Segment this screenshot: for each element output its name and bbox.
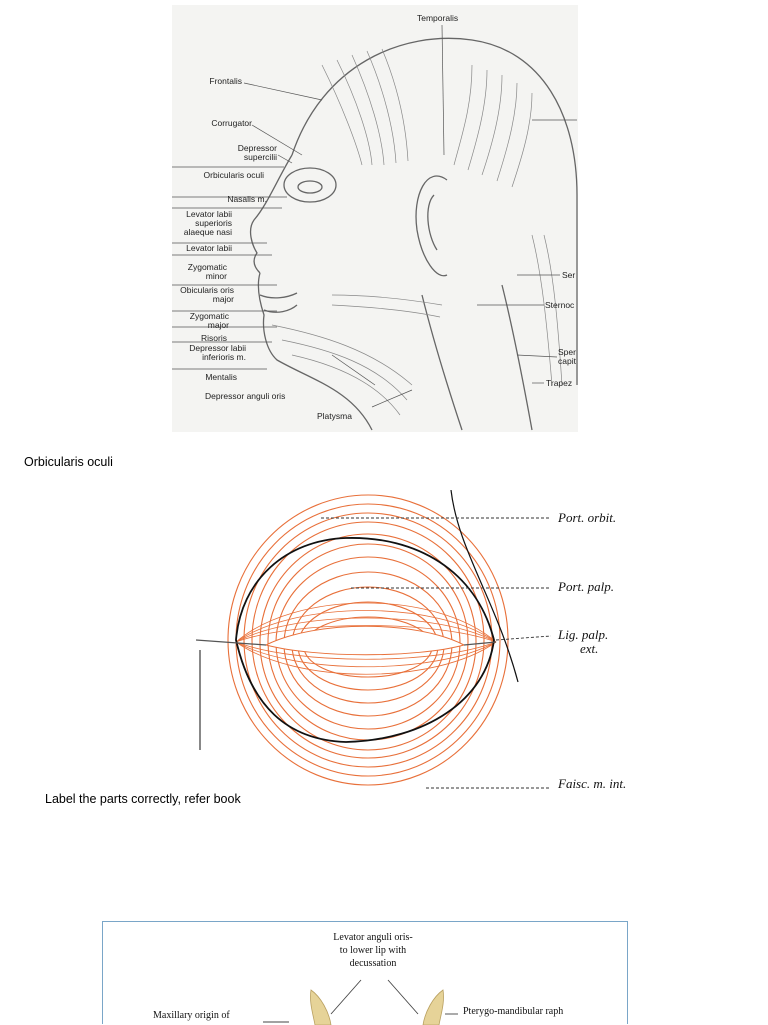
label-trapezius: Trapez (546, 379, 573, 388)
label-sternocleidomastoid: Sternoc (545, 301, 575, 310)
label-port-orbit: Port. orbit. (558, 510, 617, 525)
label-port-palp: Port. palp. (558, 579, 614, 594)
label-risoris: Risoris (201, 333, 227, 343)
label-nasalis: Nasalis m. (227, 194, 267, 204)
label-platysma: Platysma (317, 411, 352, 421)
label-frontalis: Frontalis (209, 76, 242, 86)
label-depressor-labii-inferioris: Depressor labii inferioris m. (189, 343, 246, 362)
label-levator-anguli-oris-2: to lower lip with (339, 945, 407, 956)
label-maxillary-origin: Maxillary origin of (153, 1010, 230, 1021)
label-orbicularis-oculi: Orbicularis oculi (203, 170, 264, 180)
label-depressor-supercilii: Depressor supercilii (237, 143, 277, 162)
label-lig-palp: Lig. palp. (558, 627, 609, 642)
label-levator-anguli-oris-3: decussation (349, 958, 397, 969)
label-corrugator: Corrugator (211, 118, 252, 128)
lip-muscles-figure: Levator anguli oris- to lower lip with d… (102, 921, 628, 1025)
face-muscles-figure: Temporalis Frontalis Corrugator Depresso… (172, 5, 578, 432)
face-muscles-drawing (172, 24, 578, 431)
instruction-text: Label the parts correctly, refer book (45, 792, 241, 806)
label-mentalis: Mentalis (205, 372, 237, 382)
label-pterygo-mandibular-raphe: Pterygo-mandibular raph (463, 1006, 564, 1017)
label-splenius-capitis: Sper capit (558, 347, 576, 366)
label-levator-labii-superioris: Levator labii superioris alaeque nasi (183, 209, 232, 237)
orbicularis-oculi-figure: Port. orbit. Port. palp. Lig. palp. ext.… (196, 490, 666, 792)
label-serratus: Ser (562, 270, 576, 280)
label-depressor-anguli-oris: Depressor anguli oris (205, 391, 286, 401)
label-lig-palp-ext: ext. (580, 641, 599, 656)
label-levator-labii: Levator labii (186, 243, 232, 253)
label-levator-anguli-oris-1: Levator anguli oris- (333, 932, 413, 943)
label-obicularis-oris-major: Obicularis oris major (180, 285, 234, 304)
orbicularis-oculi-drawing (196, 490, 552, 789)
lip-muscles-drawing (263, 979, 458, 1025)
caption-orbicularis-oculi: Orbicularis oculi (24, 455, 113, 469)
label-zygomatic-minor: Zygomatic minor (187, 262, 227, 281)
label-zygomatic-major: Zygomatic major (189, 311, 229, 330)
label-temporalis: Temporalis (417, 13, 459, 23)
label-faisc-m-int: Faisc. m. int. (558, 776, 627, 791)
